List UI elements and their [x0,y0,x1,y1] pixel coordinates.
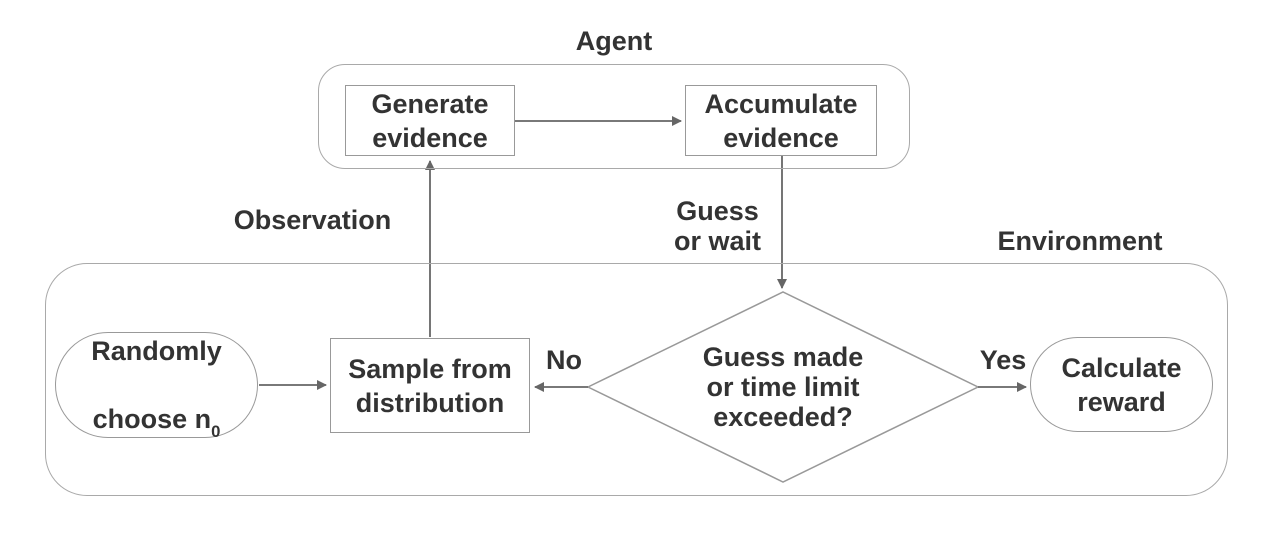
n0-subscript: 0 [211,422,221,442]
yes-label: Yes [979,345,1027,375]
environment-container [45,263,1228,496]
decision-diamond-label: Guess made or time limit exceeded? [702,342,864,432]
agent-title: Agent [575,26,653,56]
guess-or-wait-label: Guess or wait [673,196,761,256]
choose-n-text: choose n [92,404,212,434]
no-label: No [546,345,582,375]
generate-evidence-box: Generate evidence [345,85,515,156]
calculate-reward-pill: Calculate reward [1030,337,1213,432]
randomly-choose-pill: Randomly choose n0 [55,332,258,440]
sample-from-distribution-box: Sample from distribution [330,338,530,433]
randomly-line: Randomly [91,336,222,366]
environment-title: Environment [997,226,1163,256]
randomly-choose-pill-text: Randomly choose n0 [91,300,222,470]
agent-container [318,64,910,169]
choose-n0-line: choose n0 [91,402,222,440]
observation-label: Observation [233,205,392,235]
accumulate-evidence-box: Accumulate evidence [685,85,877,156]
